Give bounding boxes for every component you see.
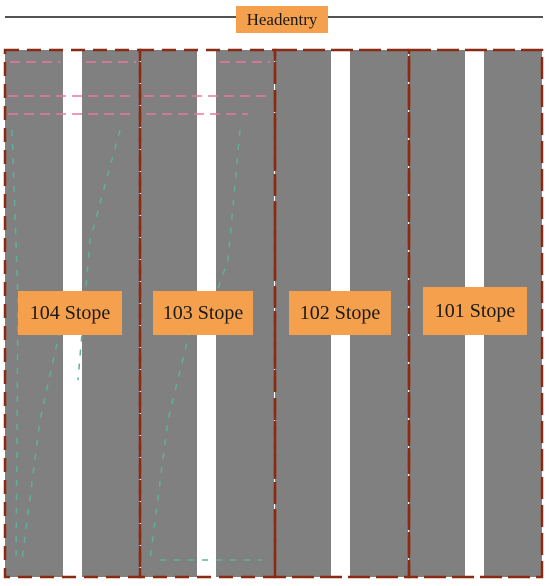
boundary-101	[407, 48, 544, 579]
stope-101-label: 101 Stope	[423, 287, 527, 335]
boundary-103	[138, 48, 277, 579]
headentry-label: Headentry	[236, 6, 328, 33]
stope-104-label: 104 Stope	[18, 291, 122, 335]
stope-103-label: 103 Stope	[153, 291, 253, 335]
trace-103-pink	[144, 61, 270, 115]
stope-102-label: 102 Stope	[289, 291, 391, 335]
stope-boundaries	[3, 48, 544, 579]
trace-103-teal	[149, 129, 262, 561]
